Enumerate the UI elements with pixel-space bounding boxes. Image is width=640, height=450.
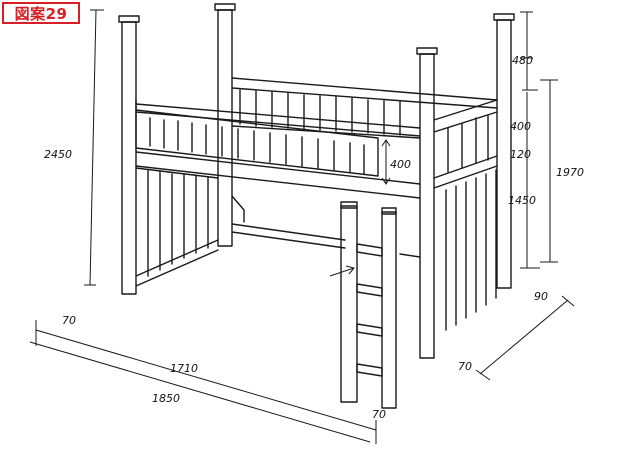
guard-rail-height-arrow xyxy=(381,139,391,185)
left-end-frame xyxy=(135,167,219,287)
right-rail-label: 400 xyxy=(510,120,531,133)
depth-post-label: 90 xyxy=(534,290,548,303)
design-number-label: 図案29 xyxy=(14,4,68,23)
ladder-foot-label: 70 xyxy=(458,360,472,373)
front-bed-rail xyxy=(135,151,421,199)
bottom-back-rail xyxy=(231,195,421,258)
top-post-label: 480 xyxy=(512,54,533,67)
front-right-post xyxy=(416,47,438,359)
back-right-post xyxy=(493,13,515,289)
back-left-post xyxy=(214,3,236,247)
right-dimensions xyxy=(520,11,558,269)
design-number-badge: 図案29 xyxy=(2,2,80,24)
bottom-dimensions xyxy=(29,295,575,444)
inner-length-label: 1710 xyxy=(170,362,198,375)
total-height-dimension xyxy=(84,9,104,286)
deck-height-label: 1450 xyxy=(508,194,536,207)
front-guard-rail xyxy=(135,99,421,177)
rail-gap-label: 120 xyxy=(510,148,531,161)
back-guard-rail xyxy=(231,77,498,139)
outer-length-label: 1850 xyxy=(152,392,180,405)
front-left-post xyxy=(118,15,140,295)
ladder-pointer-arrow xyxy=(329,265,355,277)
front-rail-label: 400 xyxy=(390,158,411,171)
ladder xyxy=(340,201,397,409)
total-height-label: 2450 xyxy=(44,148,72,161)
left-foot-label: 70 xyxy=(62,314,76,327)
bed-height-label: 1970 xyxy=(556,166,584,179)
right-side-frame xyxy=(433,99,498,331)
ladder-width-label: 70 xyxy=(372,408,386,421)
